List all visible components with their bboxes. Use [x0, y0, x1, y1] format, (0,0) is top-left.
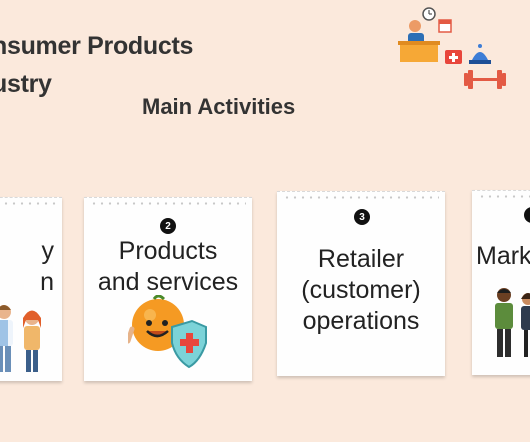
orange-mascot-shield-icon — [128, 295, 207, 369]
card-binding — [478, 195, 530, 198]
card-binding — [0, 202, 56, 205]
industry-illustration-icon — [398, 7, 506, 89]
slide-title-line1: nsumer Products — [0, 32, 194, 60]
card-text: Mark — [476, 242, 530, 270]
card-binding — [283, 196, 439, 199]
slide-subtitle: Main Activities — [142, 94, 296, 119]
card-binding — [90, 202, 246, 205]
slide-title-line2: ustry — [0, 70, 52, 98]
activity-card-1[interactable]: y n — [0, 197, 62, 381]
activity-card-3[interactable]: 3 Retailer (customer) operations — [277, 191, 445, 376]
people-icon — [495, 288, 530, 357]
card-text: Retailer (customer) operations — [301, 245, 421, 335]
card-text: y n — [40, 237, 54, 296]
card-text: Products and services — [97, 237, 239, 296]
activity-card-2[interactable]: 2 Products and services — [84, 197, 252, 381]
card-number-badge: 3 — [354, 209, 370, 225]
people-icon — [0, 305, 41, 372]
activity-card-4[interactable]: Mark — [472, 190, 530, 375]
card-number-badge — [524, 207, 530, 223]
card-number-badge: 2 — [160, 218, 176, 234]
